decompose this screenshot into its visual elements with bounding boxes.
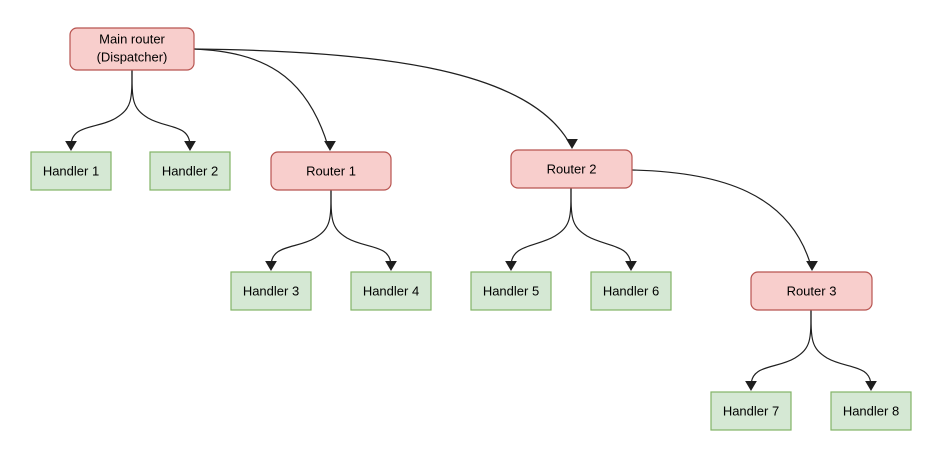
node-router-1-shape[interactable] [270, 151, 392, 191]
node-main-router[interactable]: Main router(Dispatcher) [69, 27, 195, 71]
edge-main-router-to-router-2 [193, 48, 571, 145]
arrow-handler-6-icon [625, 261, 637, 271]
node-handler-7[interactable]: Handler 7 [710, 391, 792, 431]
node-handler-2-shape[interactable] [149, 151, 231, 191]
edge-router-2-to-router-3 [631, 169, 812, 267]
node-handler-2[interactable]: Handler 2 [149, 151, 231, 191]
node-handler-6-shape[interactable] [590, 271, 672, 311]
node-router-3[interactable]: Router 3 [750, 271, 873, 311]
edge-router-3-to-handler-8 [810, 309, 872, 387]
arrowheads-layer [65, 139, 877, 391]
edge-main-router-to-handler-2 [131, 69, 191, 147]
arrow-handler-2-icon [184, 141, 196, 151]
arrow-handler-8-icon [865, 381, 877, 391]
node-handler-1-shape[interactable] [30, 151, 112, 191]
arrow-router-2-icon [566, 139, 578, 149]
node-main-router-shape[interactable] [69, 27, 195, 71]
node-handler-8[interactable]: Handler 8 [830, 391, 912, 431]
node-handler-3-shape[interactable] [230, 271, 312, 311]
node-handler-3[interactable]: Handler 3 [230, 271, 312, 311]
node-handler-1[interactable]: Handler 1 [30, 151, 112, 191]
edges-layer [70, 48, 872, 387]
arrow-handler-7-icon [745, 381, 757, 391]
edge-router-2-to-handler-6 [570, 187, 632, 267]
node-handler-7-shape[interactable] [710, 391, 792, 431]
edge-main-router-to-handler-1 [70, 69, 133, 147]
arrow-router-1-icon [324, 141, 336, 151]
edge-main-router-to-router-1 [193, 48, 329, 147]
arrow-handler-5-icon [505, 261, 517, 271]
node-handler-4-shape[interactable] [350, 271, 432, 311]
edge-router-1-to-handler-4 [330, 189, 392, 267]
node-handler-4[interactable]: Handler 4 [350, 271, 432, 311]
arrow-handler-4-icon [385, 261, 397, 271]
arrow-handler-1-icon [65, 141, 77, 151]
node-handler-6[interactable]: Handler 6 [590, 271, 672, 311]
node-router-2-shape[interactable] [510, 149, 633, 189]
arrow-handler-3-icon [265, 261, 277, 271]
edge-router-1-to-handler-3 [270, 189, 332, 267]
edge-router-2-to-handler-5 [510, 187, 572, 267]
node-router-2[interactable]: Router 2 [510, 149, 633, 189]
arrow-router-3-icon [806, 261, 818, 271]
node-handler-8-shape[interactable] [830, 391, 912, 431]
node-handler-5[interactable]: Handler 5 [470, 271, 552, 311]
edge-router-3-to-handler-7 [750, 309, 812, 387]
node-router-3-shape[interactable] [750, 271, 873, 311]
node-handler-5-shape[interactable] [470, 271, 552, 311]
node-router-1[interactable]: Router 1 [270, 151, 392, 191]
nodes-layer: Main router(Dispatcher) Handler 1 Handler … [30, 27, 912, 431]
